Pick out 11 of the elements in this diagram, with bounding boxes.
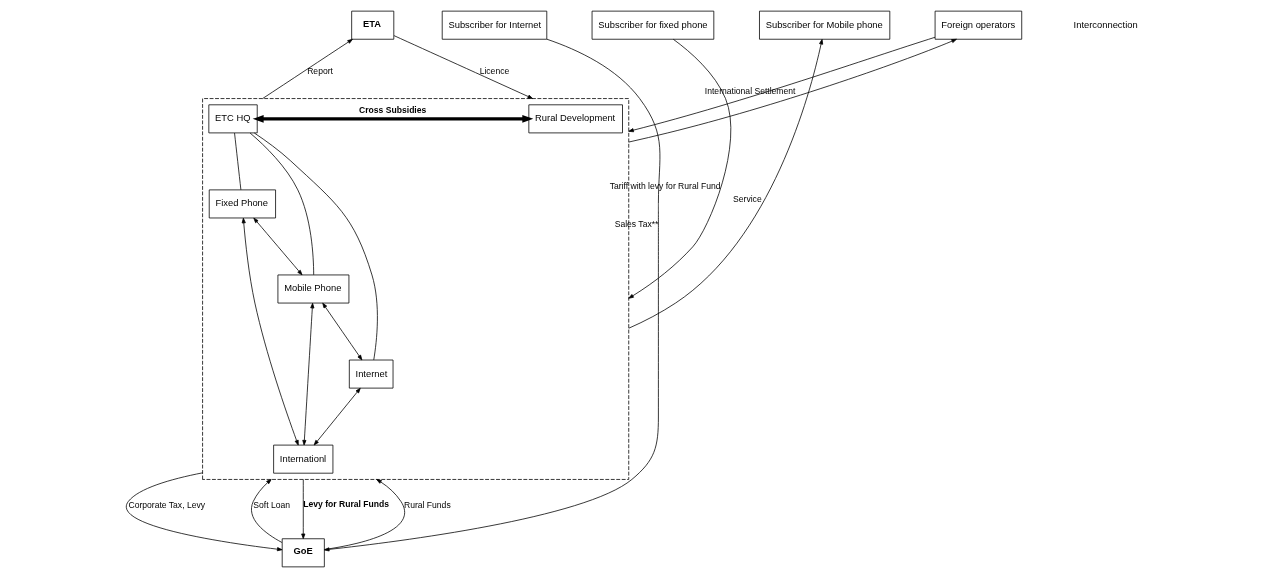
edge-label: Levy for Rural Funds — [303, 499, 390, 510]
edge-label: Soft Loan — [253, 500, 291, 511]
edge-label: Service — [733, 193, 762, 204]
edge-label: Tariff with levy for Rural Fund — [609, 180, 721, 191]
edge-label: Corporate Tax, Levy — [128, 500, 206, 511]
edge-label: Cross Subsidies — [359, 105, 427, 116]
edge-label: Rural Funds — [403, 500, 451, 511]
edge-label: Licence — [479, 66, 510, 77]
edge-label: Report — [307, 66, 333, 77]
label: Interconnection — [1073, 19, 1138, 30]
edge-label: Sales Tax** — [614, 219, 659, 230]
